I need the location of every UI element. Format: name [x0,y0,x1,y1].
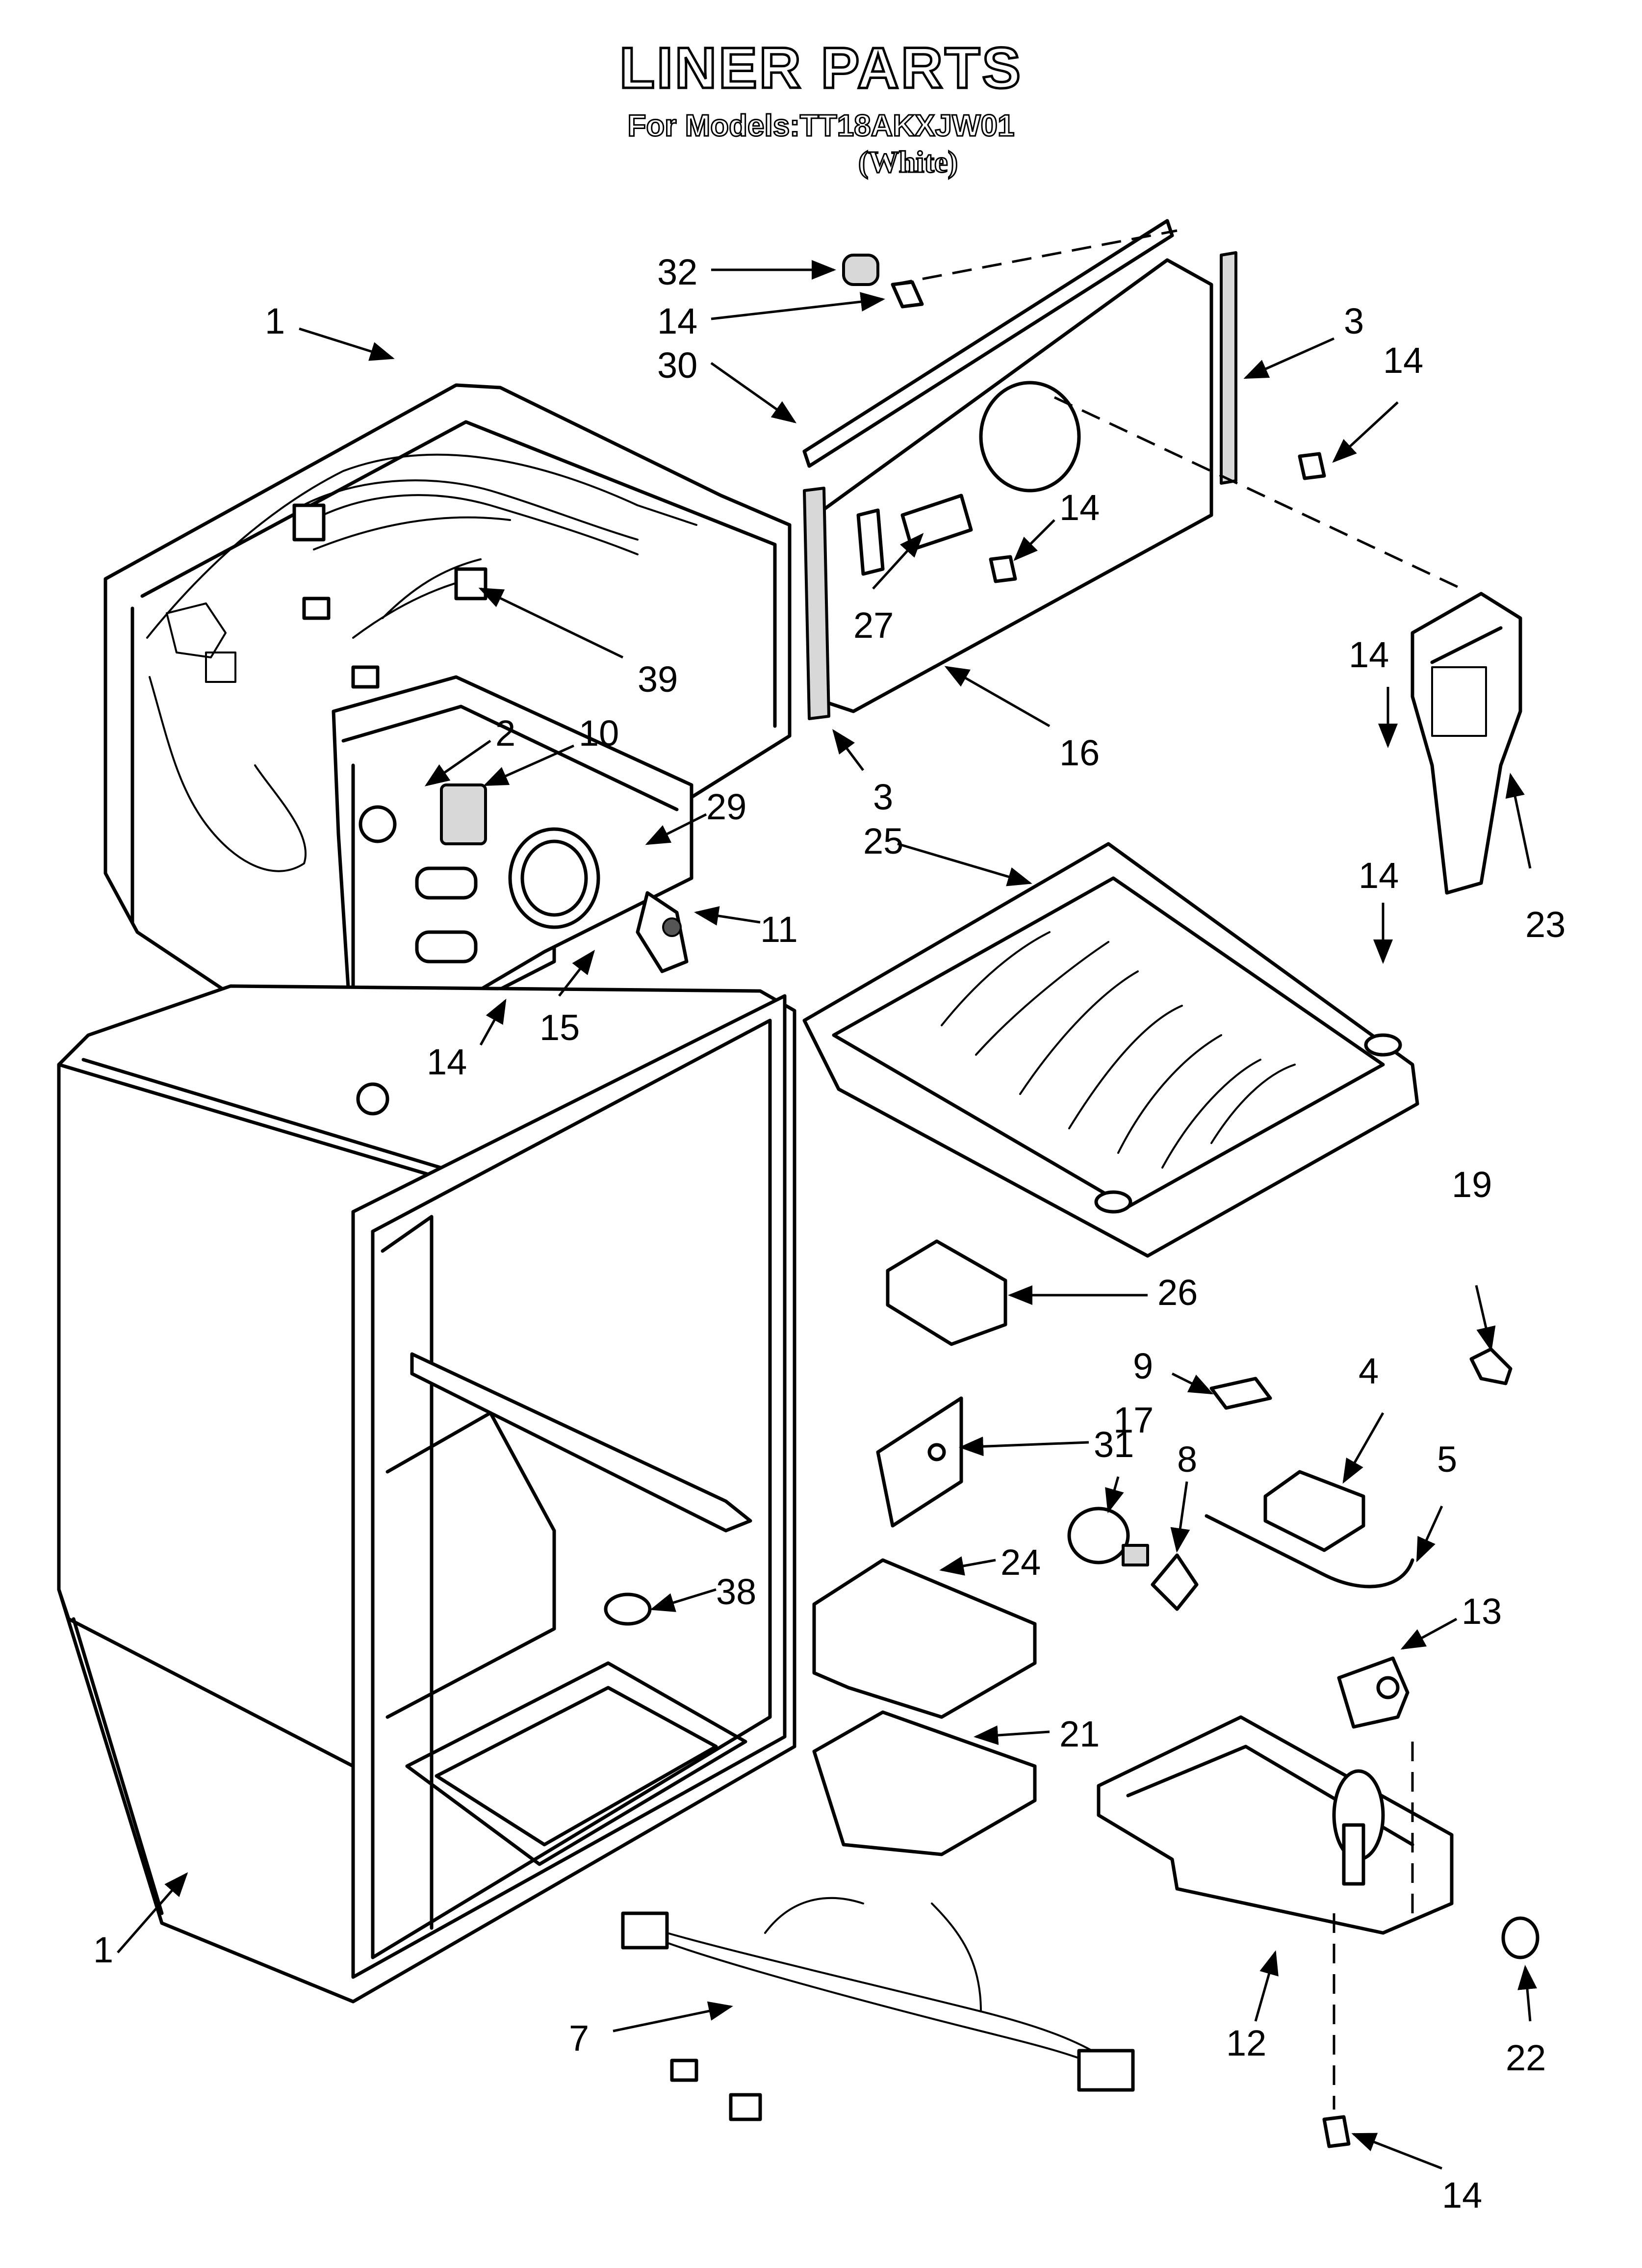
callout-15: 15 [539,1007,580,1048]
callout-7: 7 [569,2018,589,2059]
callout-31: 31 [1094,1424,1134,1465]
callout-17: 17 [1113,1400,1154,1440]
callout-14: 14 [1442,2175,1482,2216]
callout-4: 4 [1359,1351,1379,1391]
callout-22: 22 [1506,2037,1546,2078]
callout-14: 14 [1359,855,1399,896]
callout-29: 29 [706,786,746,827]
small-parts [604,229,1539,2148]
callout-14: 14 [1349,634,1389,675]
callout-9: 9 [1133,1346,1153,1386]
callout-19: 19 [1452,1164,1492,1205]
callout-21: 21 [1059,1714,1100,1754]
page-title: LINER PARTS [618,36,1023,101]
leader-lines [117,260,1537,2170]
callout-10: 10 [579,713,619,754]
callout-14: 14 [1383,340,1423,381]
callout-30: 30 [657,345,697,386]
callout-24: 24 [1001,1542,1041,1583]
callout-5: 5 [1437,1439,1457,1480]
title-block: LINER PARTS For Models:TT18AKXJW01 [0,36,1642,143]
air-duct [1411,592,1522,895]
callout-14: 14 [427,1042,467,1082]
callout-16: 16 [1059,732,1100,773]
callout-12: 12 [1226,2023,1266,2063]
callout-8: 8 [1177,1439,1197,1480]
callout-14: 14 [657,301,697,341]
callout-3: 3 [873,777,893,817]
callout-1: 1 [265,301,285,341]
callout-25: 25 [863,821,903,861]
callout-23: 23 [1525,904,1565,945]
evaporator-tray [802,842,1419,1258]
callout-32: 32 [657,252,697,292]
fresh-food-liner [57,984,796,2004]
freezer-liner [103,383,792,1071]
callout-14: 14 [1059,487,1100,528]
variant-label: (White) [857,146,958,179]
callout-3: 3 [1344,301,1364,341]
callout-1: 1 [93,1929,113,1970]
callout-26: 26 [1157,1272,1198,1313]
callout-11: 11 [760,909,798,950]
callout-39: 39 [638,659,678,700]
back-panel-assembly [802,219,1326,720]
callout-13: 13 [1462,1591,1502,1632]
callout-38: 38 [716,1571,756,1612]
callout-2: 2 [495,713,515,754]
callout-27: 27 [853,605,894,646]
callout-labels: 32 14 30 1 3 14 14 27 39 14 2 10 16 3 29… [93,252,1565,2216]
models-line: For Models:TT18AKXJW01 [627,109,1015,143]
